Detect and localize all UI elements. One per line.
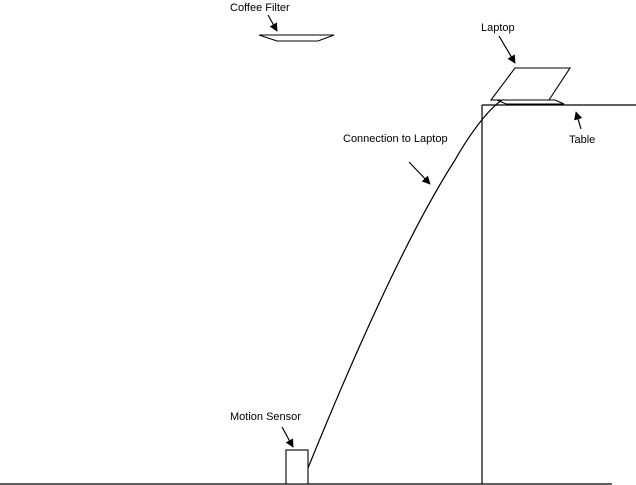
- connection-label: Connection to Laptop: [343, 133, 448, 145]
- laptop-screen: [489, 67, 572, 101]
- motion-sensor-arrow: [281, 426, 294, 448]
- laptop-arrow: [498, 35, 516, 64]
- motion-sensor-box: [285, 449, 309, 485]
- motion-sensor-label: Motion Sensor: [230, 411, 301, 423]
- table-arrow: [574, 111, 583, 130]
- table-label: Table: [569, 134, 595, 146]
- coffee-filter-label: Coffee Filter: [230, 2, 290, 14]
- coffee-filter-arrow: [267, 14, 278, 32]
- laptop-base: [496, 99, 565, 105]
- connection-arrow: [408, 161, 431, 185]
- connection-cable: [307, 99, 503, 469]
- coffee-filter-shape: [258, 34, 335, 42]
- laptop-label: Laptop: [481, 22, 515, 34]
